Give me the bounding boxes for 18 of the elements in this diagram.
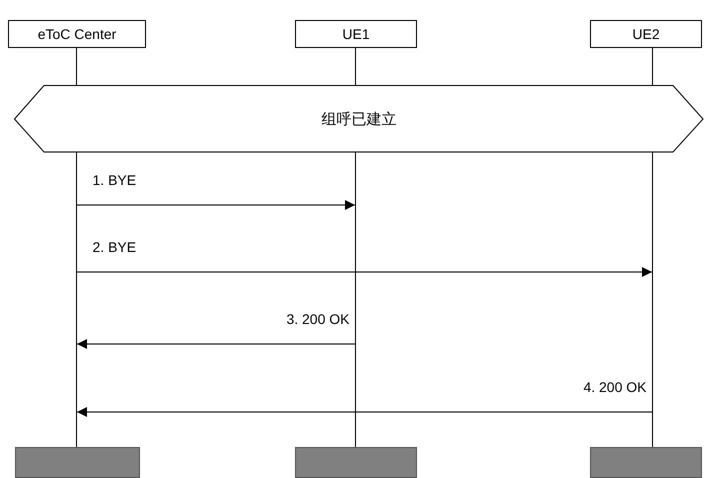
lifeline-end-bar [590, 447, 702, 478]
message-arrow [76, 200, 356, 210]
status-banner: 组呼已建立 [14, 85, 704, 153]
lifeline [76, 48, 77, 447]
message-arrow [76, 407, 652, 417]
message-label: 1. BYE [90, 172, 138, 188]
message-label: 2. BYE [90, 239, 138, 255]
participant-box: UE1 [295, 20, 417, 48]
message-arrow [76, 339, 356, 349]
message-label: 4. 200 OK [581, 379, 648, 395]
lifeline [355, 48, 356, 447]
participant-box: eToC Center [8, 20, 146, 48]
message-label: 3. 200 OK [284, 311, 352, 327]
participant-box: UE2 [590, 20, 702, 48]
lifeline [652, 48, 653, 447]
lifeline-end-bar [15, 447, 140, 478]
message-arrow [76, 267, 652, 277]
lifeline-end-bar [295, 447, 417, 478]
